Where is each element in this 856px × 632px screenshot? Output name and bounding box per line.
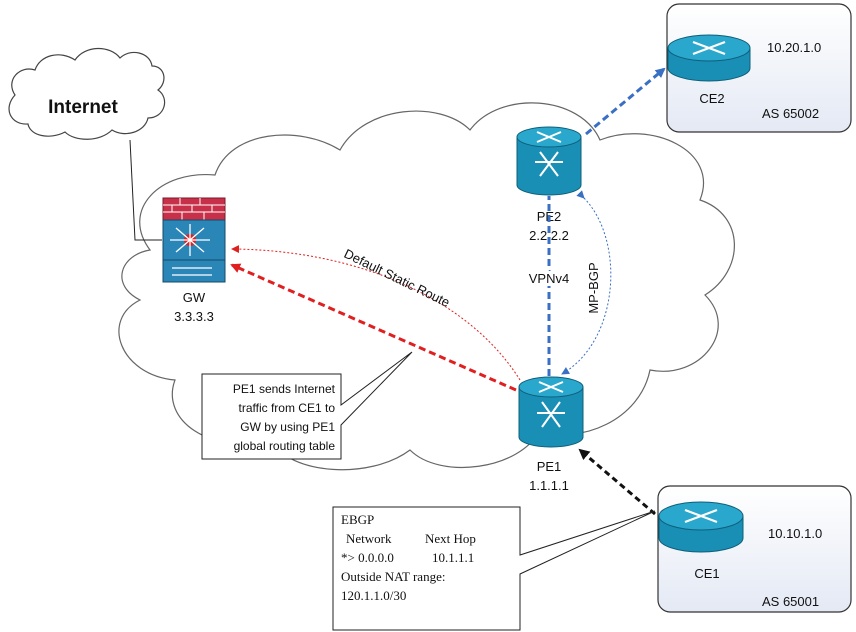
ce1-label: CE1 [694,566,719,581]
ce2-as: AS 65002 [762,106,819,121]
pe1-callout-line-2: traffic from CE1 to [239,401,336,415]
pe1-address: 1.1.1.1 [529,478,569,493]
pe1-callout-line-4: global routing table [234,439,336,453]
internet-cloud [8,47,166,140]
default-static-route-arrow [231,245,521,381]
ebgp-callout: EBGP Network Next Hop *> 0.0.0.0 10.1.1.… [332,506,656,631]
pe1-router-icon [518,376,584,448]
ebgp-col-network: Network [346,531,392,546]
mp-bgp-session-arrow [561,190,612,375]
vpnv4-label: VPNv4 [529,271,569,286]
ce1-pe1-link [578,448,656,516]
pe2-ce2-link [585,67,666,136]
pe1-callout-line-1: PE1 sends Internet [233,382,336,396]
ce1-network: 10.10.1.0 [768,526,822,541]
ebgp-nat-label: Outside NAT range: [341,569,445,584]
gw-label: GW [183,290,206,305]
ce2-label: CE2 [699,91,724,106]
internet-gw-link [129,139,162,241]
mp-bgp-label: MP-BGP [586,262,601,313]
pe1-label: PE1 [537,459,562,474]
ce1-as: AS 65001 [762,594,819,609]
ebgp-route-network: *> 0.0.0.0 [341,550,394,565]
gw-address: 3.3.3.3 [174,309,214,324]
pe1-callout-line-3: GW by using PE1 [240,420,335,434]
pe1-gw-traffic-arrow [230,263,517,392]
pe2-address: 2.2.2.2 [529,228,569,243]
ebgp-nat-range: 120.1.1.0/30 [341,588,406,603]
pe1-callout: PE1 sends Internet traffic from CE1 to G… [201,351,413,460]
ebgp-route-nexthop: 10.1.1.1 [432,550,474,565]
ce1-router-icon [658,501,744,553]
ce2-router-icon [667,34,751,82]
ce2-network: 10.20.1.0 [767,40,821,55]
ebgp-col-nexthop: Next Hop [425,531,476,546]
internet-label: Internet [48,97,118,118]
ebgp-title: EBGP [341,512,374,527]
gw-firewall-icon [162,197,226,283]
pe2-router-icon [516,126,582,196]
